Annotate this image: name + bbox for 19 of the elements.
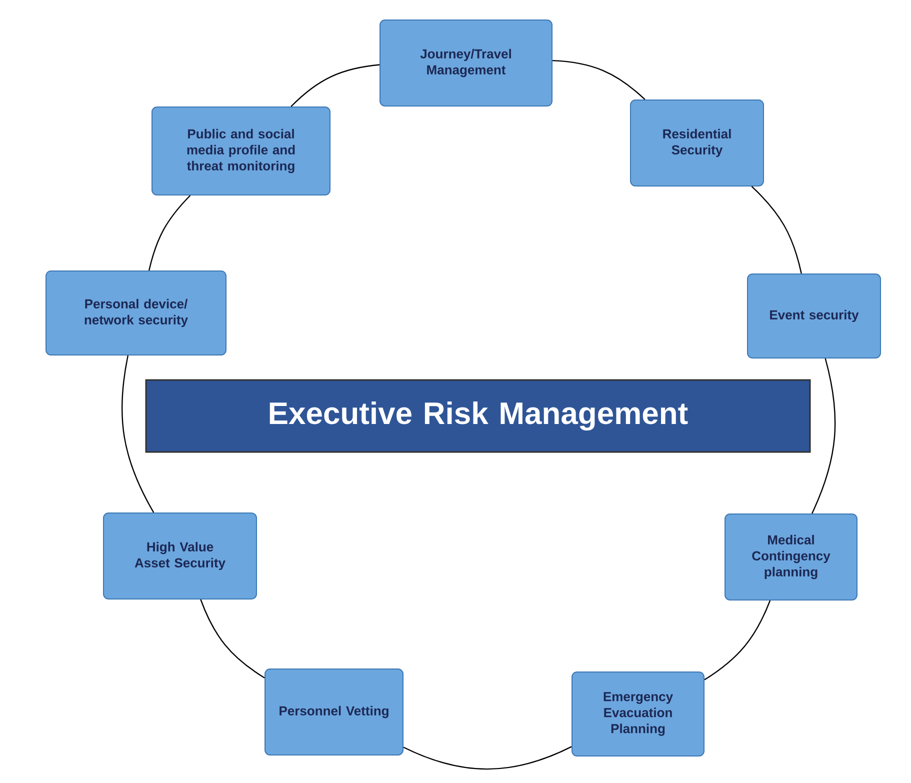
title-banner: Executive Risk Management (145, 379, 811, 453)
topic-box: Personal device/ network security (46, 270, 226, 356)
connector-arc (148, 195, 191, 271)
topic-box: Event security (747, 274, 881, 358)
topic-box: Public and social media profile and threat monitoring (152, 106, 330, 196)
topic-box: Personnel Vetting (264, 668, 404, 756)
connector-arc (704, 600, 771, 680)
topic-box: Emergency Evacuation Planning (572, 672, 704, 756)
topic-box: Journey/Travel Management (380, 20, 552, 106)
connector-arc (200, 599, 265, 678)
topic-box: Medical Contingency planning (724, 514, 858, 600)
connector-arc (552, 60, 646, 100)
connector-arc (751, 186, 802, 274)
topic-box: High Value Asset Security (103, 512, 257, 600)
topic-box: Residential Security (630, 100, 764, 186)
connector-arc (290, 64, 380, 107)
connector-arc (403, 746, 572, 770)
connector-arc (811, 358, 836, 514)
connector-arc (121, 355, 154, 513)
